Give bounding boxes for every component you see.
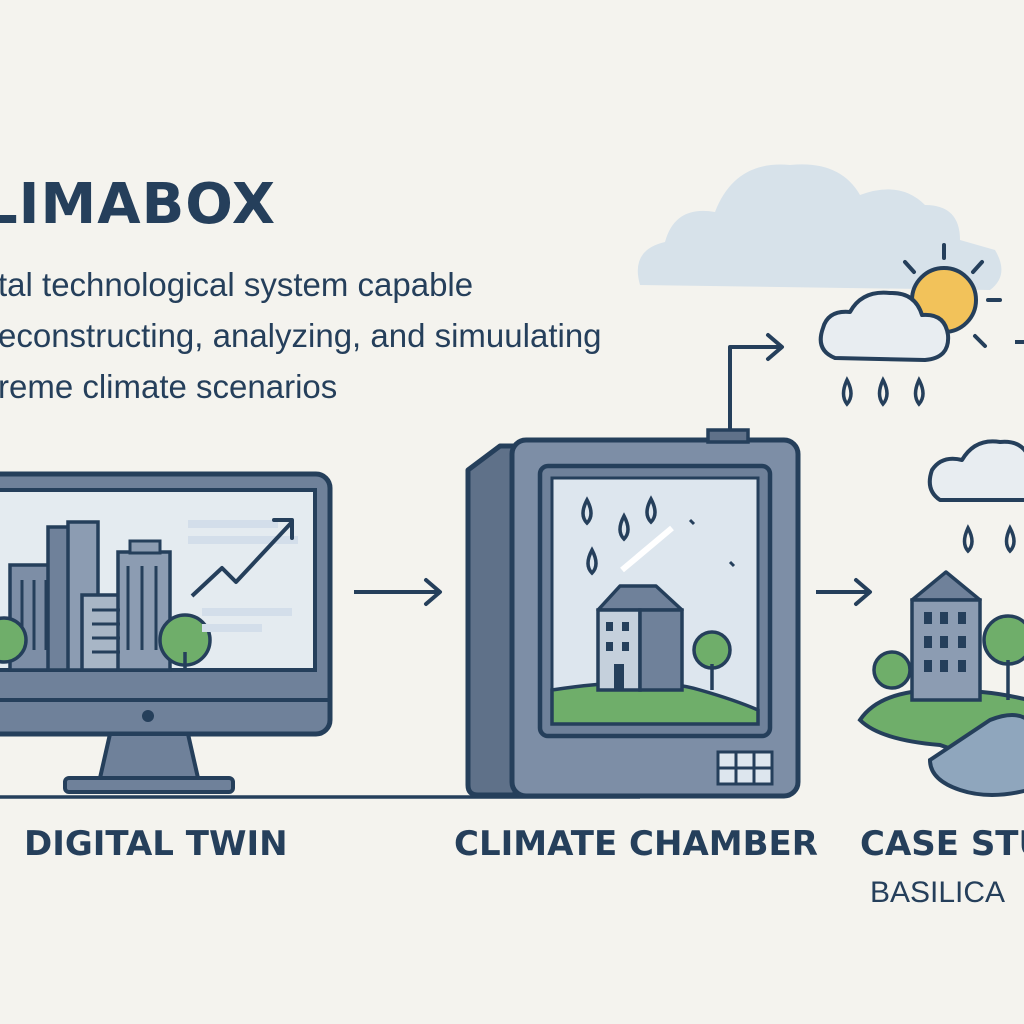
stage-sublabel-case-study: BASILICA	[870, 876, 1006, 909]
landscape-icon	[857, 439, 1024, 797]
flow-arrow-2-icon	[816, 578, 872, 606]
stage-label-case-study: CASE STU	[860, 824, 1024, 864]
background-cloud-icon	[637, 164, 1002, 290]
description-line-2: econstructing, analyzing, and simuulatin…	[0, 317, 602, 354]
feedback-arrow-icon	[728, 333, 784, 430]
monitor-city-icon	[0, 471, 333, 794]
description-line-3: reme climate scenarios	[0, 368, 338, 405]
stage-label-climate-chamber: CLIMATE CHAMBER	[454, 824, 818, 864]
climate-chamber-icon	[465, 428, 801, 799]
flow-arrow-1-icon	[354, 578, 442, 606]
description-line-1: tal technological system capable	[0, 266, 474, 303]
page-title: LIMABOX	[0, 172, 277, 237]
rain-cloud-icon	[818, 290, 1024, 407]
stage-label-digital-twin: DIGITAL TWIN	[24, 824, 288, 864]
